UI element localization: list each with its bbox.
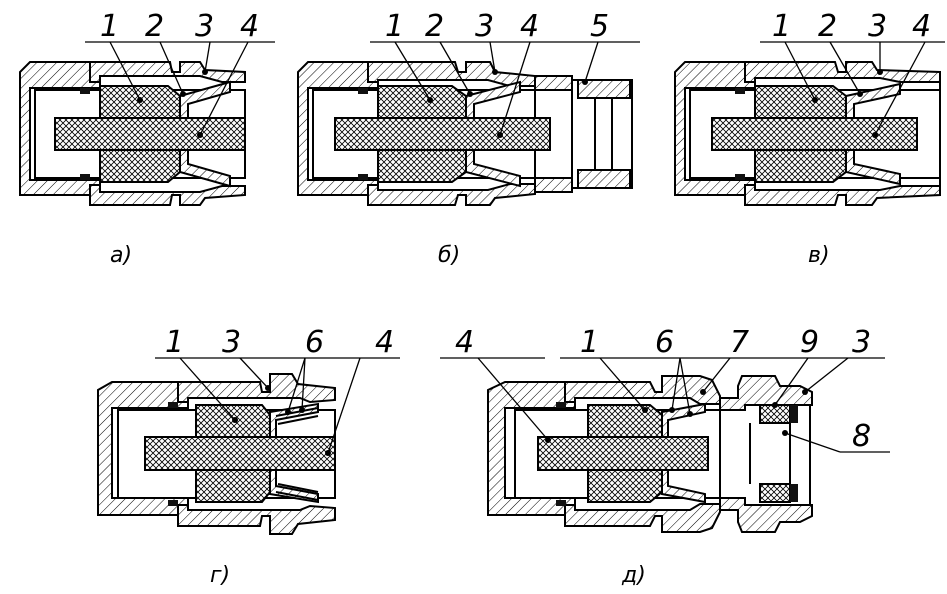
caption-g: г) bbox=[210, 563, 230, 588]
figure-a: 1 2 3 4 а) bbox=[19, 9, 275, 268]
callout-4: 4 bbox=[375, 325, 394, 360]
callout-4: 4 bbox=[455, 325, 474, 360]
callout-3: 3 bbox=[852, 325, 871, 360]
figure-d: 4 1 6 7 9 3 8 д) bbox=[440, 325, 890, 588]
callout-9: 9 bbox=[800, 325, 819, 360]
caption-d: д) bbox=[621, 563, 646, 588]
callout-4: 4 bbox=[520, 9, 539, 44]
callout-3: 3 bbox=[195, 9, 214, 44]
callout-7: 7 bbox=[730, 325, 749, 360]
figure-g: 1 3 6 4 г) bbox=[97, 325, 400, 588]
callout-1: 1 bbox=[385, 9, 404, 44]
callout-2: 2 bbox=[145, 9, 164, 44]
callout-2: 2 bbox=[425, 9, 444, 44]
callout-8: 8 bbox=[852, 419, 871, 454]
callout-3: 3 bbox=[868, 9, 887, 44]
callout-5: 5 bbox=[590, 9, 609, 44]
caption-a: а) bbox=[110, 243, 132, 268]
callout-6: 6 bbox=[305, 325, 324, 360]
callout-2: 2 bbox=[818, 9, 837, 44]
caption-v: в) bbox=[808, 243, 830, 268]
callout-1: 1 bbox=[772, 9, 791, 44]
callout-1: 1 bbox=[580, 325, 599, 360]
callout-6: 6 bbox=[655, 325, 674, 360]
callout-4: 4 bbox=[240, 9, 259, 44]
callout-3: 3 bbox=[475, 9, 494, 44]
figure-b: 1 2 3 4 5 б) bbox=[297, 9, 640, 268]
figure-v: 1 2 3 4 в) bbox=[674, 9, 945, 268]
callout-1: 1 bbox=[165, 325, 184, 360]
callout-1: 1 bbox=[100, 9, 119, 44]
callout-4: 4 bbox=[912, 9, 931, 44]
caption-b: б) bbox=[438, 243, 460, 268]
callout-3: 3 bbox=[222, 325, 241, 360]
